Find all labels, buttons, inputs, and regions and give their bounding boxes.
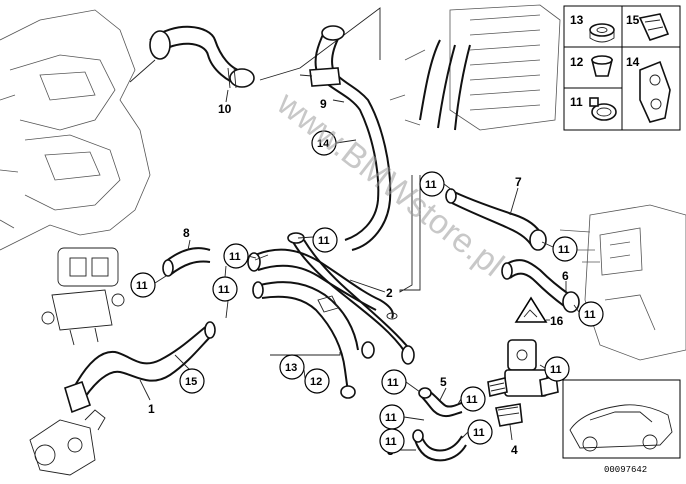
callout-2: 2	[386, 286, 393, 300]
hose-3	[412, 429, 467, 462]
callout-7: 7	[515, 175, 522, 189]
auxiliary-heater-sketch	[559, 204, 686, 361]
circle-callout-11-h: 11	[544, 356, 570, 382]
leader-4	[509, 424, 513, 441]
legend-14: 14	[626, 55, 640, 69]
hose-10	[149, 25, 255, 89]
circle-callout-11-k: 11	[467, 419, 493, 445]
electric-valve-4	[487, 339, 559, 427]
legend-12: 12	[570, 55, 584, 69]
callout-16: 16	[550, 314, 564, 328]
svg-text:11: 11	[558, 244, 570, 256]
leader-7	[509, 187, 519, 216]
circle-callout-11-g: 11	[578, 301, 604, 327]
hose-7	[445, 188, 547, 251]
heater-core-sketch	[389, 4, 561, 131]
circle-callout-11-f: 11	[552, 236, 578, 262]
svg-text:11: 11	[385, 436, 397, 448]
circle-callout-11-d: 11	[212, 276, 238, 302]
hose-5	[418, 387, 465, 418]
circle-callout-11-j: 11	[379, 404, 405, 430]
bracket-line-13-12	[270, 352, 341, 356]
circle-callout-11-c: 11	[130, 272, 156, 298]
reference-number: 00097642	[604, 465, 647, 475]
leader-9	[332, 99, 345, 103]
leader-hose-10-engine	[129, 59, 156, 83]
svg-text:11: 11	[218, 284, 230, 296]
svg-text:11: 11	[385, 412, 397, 424]
svg-text:11: 11	[425, 179, 437, 191]
circle-callout-11-m: 11	[460, 386, 486, 412]
circle-callout-11-l: 11	[379, 428, 405, 454]
small-parts-legend-box: 13 15 12 14 11	[563, 5, 681, 131]
leader-8	[187, 239, 191, 251]
pipe-assembly-2	[247, 232, 415, 399]
leader-1	[139, 379, 151, 401]
circle-leader-lines	[154, 139, 580, 439]
legend-15: 15	[626, 13, 640, 27]
hose-8	[162, 247, 211, 277]
legend-13: 13	[570, 13, 584, 27]
circle-callout-12: 12	[304, 368, 330, 394]
callout-4: 4	[511, 443, 518, 457]
svg-text:11: 11	[584, 309, 596, 321]
circle-callout-11-a: 11	[312, 227, 338, 253]
hose-6	[501, 259, 580, 313]
svg-text:11: 11	[473, 427, 485, 439]
legend-11: 11	[570, 95, 583, 109]
vehicle-inset	[562, 379, 681, 459]
leader-10	[225, 89, 229, 103]
callout-1: 1	[148, 402, 155, 416]
svg-text:12: 12	[310, 376, 322, 388]
svg-text:11: 11	[318, 235, 330, 247]
callout-10: 10	[218, 102, 232, 116]
svg-text:11: 11	[466, 394, 478, 406]
water-pump-sketch	[29, 409, 106, 476]
svg-text:14: 14	[317, 138, 330, 150]
engine-block-sketch	[0, 9, 151, 251]
heater-valve-left-sketch	[41, 247, 125, 346]
leader-15	[174, 354, 191, 371]
callout-8: 8	[183, 226, 190, 240]
callout-9: 9	[320, 97, 327, 111]
circle-callout-11-i: 11	[381, 369, 407, 395]
circle-callout-11-b: 11	[223, 243, 249, 269]
bracket-line-2	[399, 175, 421, 293]
svg-text:13: 13	[285, 362, 297, 374]
svg-text:11: 11	[136, 280, 148, 292]
circle-callout-11-e: 11	[419, 171, 445, 197]
callout-5: 5	[440, 375, 447, 389]
svg-text:15: 15	[185, 376, 197, 388]
svg-text:11: 11	[387, 377, 399, 389]
callout-6: 6	[562, 269, 569, 283]
warning-label-16	[514, 296, 548, 323]
circle-callout-13: 13	[279, 354, 305, 380]
hose-9-14	[299, 25, 392, 251]
hose-1-15	[64, 321, 216, 414]
leader-5	[439, 387, 447, 401]
svg-text:11: 11	[229, 251, 241, 263]
circle-callout-14: 14	[311, 130, 337, 156]
leader-2	[349, 279, 386, 293]
svg-text:11: 11	[550, 364, 562, 376]
circle-callout-15: 15	[179, 368, 205, 394]
